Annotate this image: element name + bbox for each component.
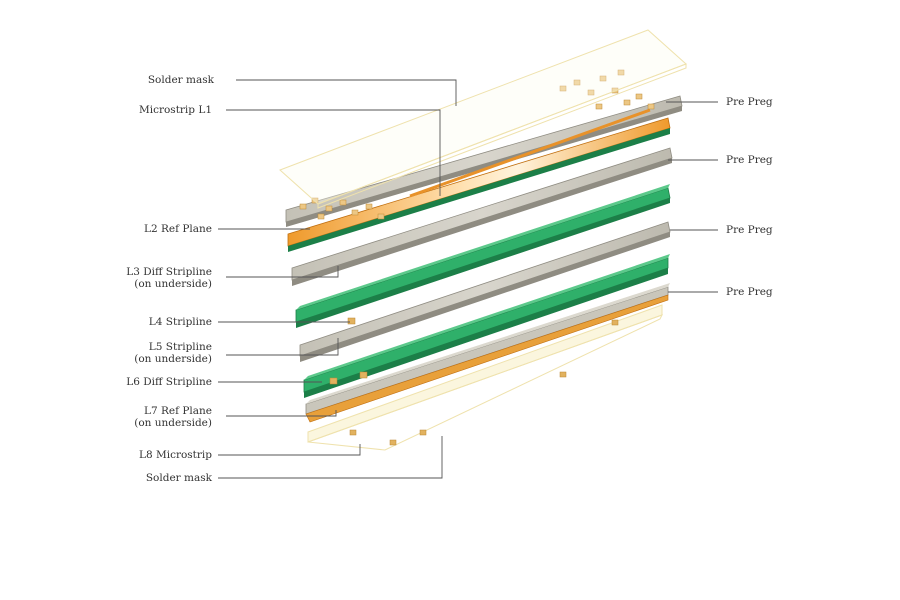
label-l8-microstrip: L8 Microstrip [139,449,212,461]
right-labels: Pre Preg Pre Preg Pre Preg Pre Preg [726,96,773,298]
left-leader-lines [218,79,457,479]
l1-pads [299,69,655,220]
right-leader-lines [666,101,718,293]
label-microstrip-l1: Microstrip L1 [139,104,212,116]
label-l3-underside-note: (on underside) [134,278,212,290]
label-solder-mask-top: Solder mask [148,74,215,86]
l3-core [291,147,673,286]
l4-layer [295,184,671,328]
label-l6-diff-stripline: L6 Diff Stripline [126,376,212,388]
top-solder-mask-layer [279,29,687,209]
left-labels: Solder mask Microstrip L1 L2 Ref Plane L… [126,74,214,484]
bottom-solder-mask-layer [307,304,664,451]
label-pre-preg-3: Pre Preg [726,224,773,236]
label-pre-preg-4: Pre Preg [726,286,773,298]
label-l2-ref-plane: L2 Ref Plane [144,223,212,235]
label-pre-preg-2: Pre Preg [726,154,773,166]
l6-layer [303,254,670,398]
l8-pads [349,319,619,446]
l6-pads [329,371,368,385]
l1-core [285,95,683,227]
label-l3-diff-stripline: L3 Diff Stripline [126,266,212,278]
label-pre-preg-1: Pre Preg [726,96,773,108]
l8-board [305,283,670,423]
label-l7-ref-plane: L7 Ref Plane [144,405,212,417]
label-l5-underside-note: (on underside) [134,353,212,365]
label-l4-stripline: L4 Stripline [149,316,212,328]
label-l5-stripline: L5 Stripline [149,341,212,353]
label-solder-mask-bottom: Solder mask [146,472,213,484]
label-l7-underside-note: (on underside) [134,417,212,429]
l4-pads [347,317,356,325]
l5-core [299,221,671,362]
